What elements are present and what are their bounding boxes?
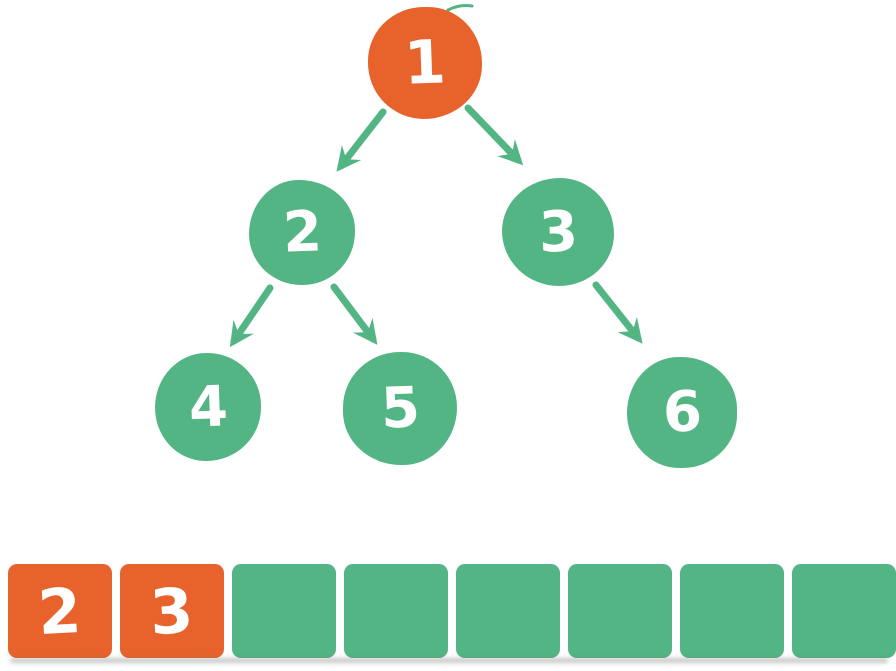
pen-squiggle-mark	[446, 4, 474, 12]
queue-cell-0: 2	[8, 564, 112, 658]
queue-cell-7	[792, 564, 896, 658]
tree-node-6: 6	[627, 357, 737, 468]
edge-1-2	[336, 108, 387, 172]
tree-node-1: 1	[368, 7, 482, 119]
queue-cell-0-label: 2	[36, 573, 84, 649]
tree-node-6-label: 6	[661, 379, 703, 446]
queue-cell-5	[568, 564, 672, 658]
queue-cell-2	[232, 564, 336, 658]
tree-node-4-label: 4	[187, 373, 229, 441]
tree-node-3-label: 3	[537, 198, 579, 266]
edge-2-5	[330, 283, 378, 345]
edge-3-6	[592, 281, 643, 344]
edge-2-4	[229, 284, 274, 348]
tree-node-1-label: 1	[402, 27, 448, 99]
queue-cell-3	[344, 564, 448, 658]
tree-node-2: 2	[249, 180, 355, 285]
queue-cell-4	[456, 564, 560, 658]
tree-node-4: 4	[155, 353, 261, 461]
queue-cell-1: 3	[120, 564, 224, 658]
queue-row-shadow	[10, 658, 888, 663]
tree-node-3: 3	[502, 178, 614, 286]
queue-cell-6	[680, 564, 784, 658]
tree-node-5: 5	[343, 352, 457, 465]
queue-cell-1-label: 3	[148, 573, 196, 649]
tree-node-2-label: 2	[281, 199, 323, 266]
tree-node-5-label: 5	[379, 375, 421, 442]
edge-1-3	[464, 104, 524, 166]
queue-row: 2 3	[8, 564, 896, 658]
